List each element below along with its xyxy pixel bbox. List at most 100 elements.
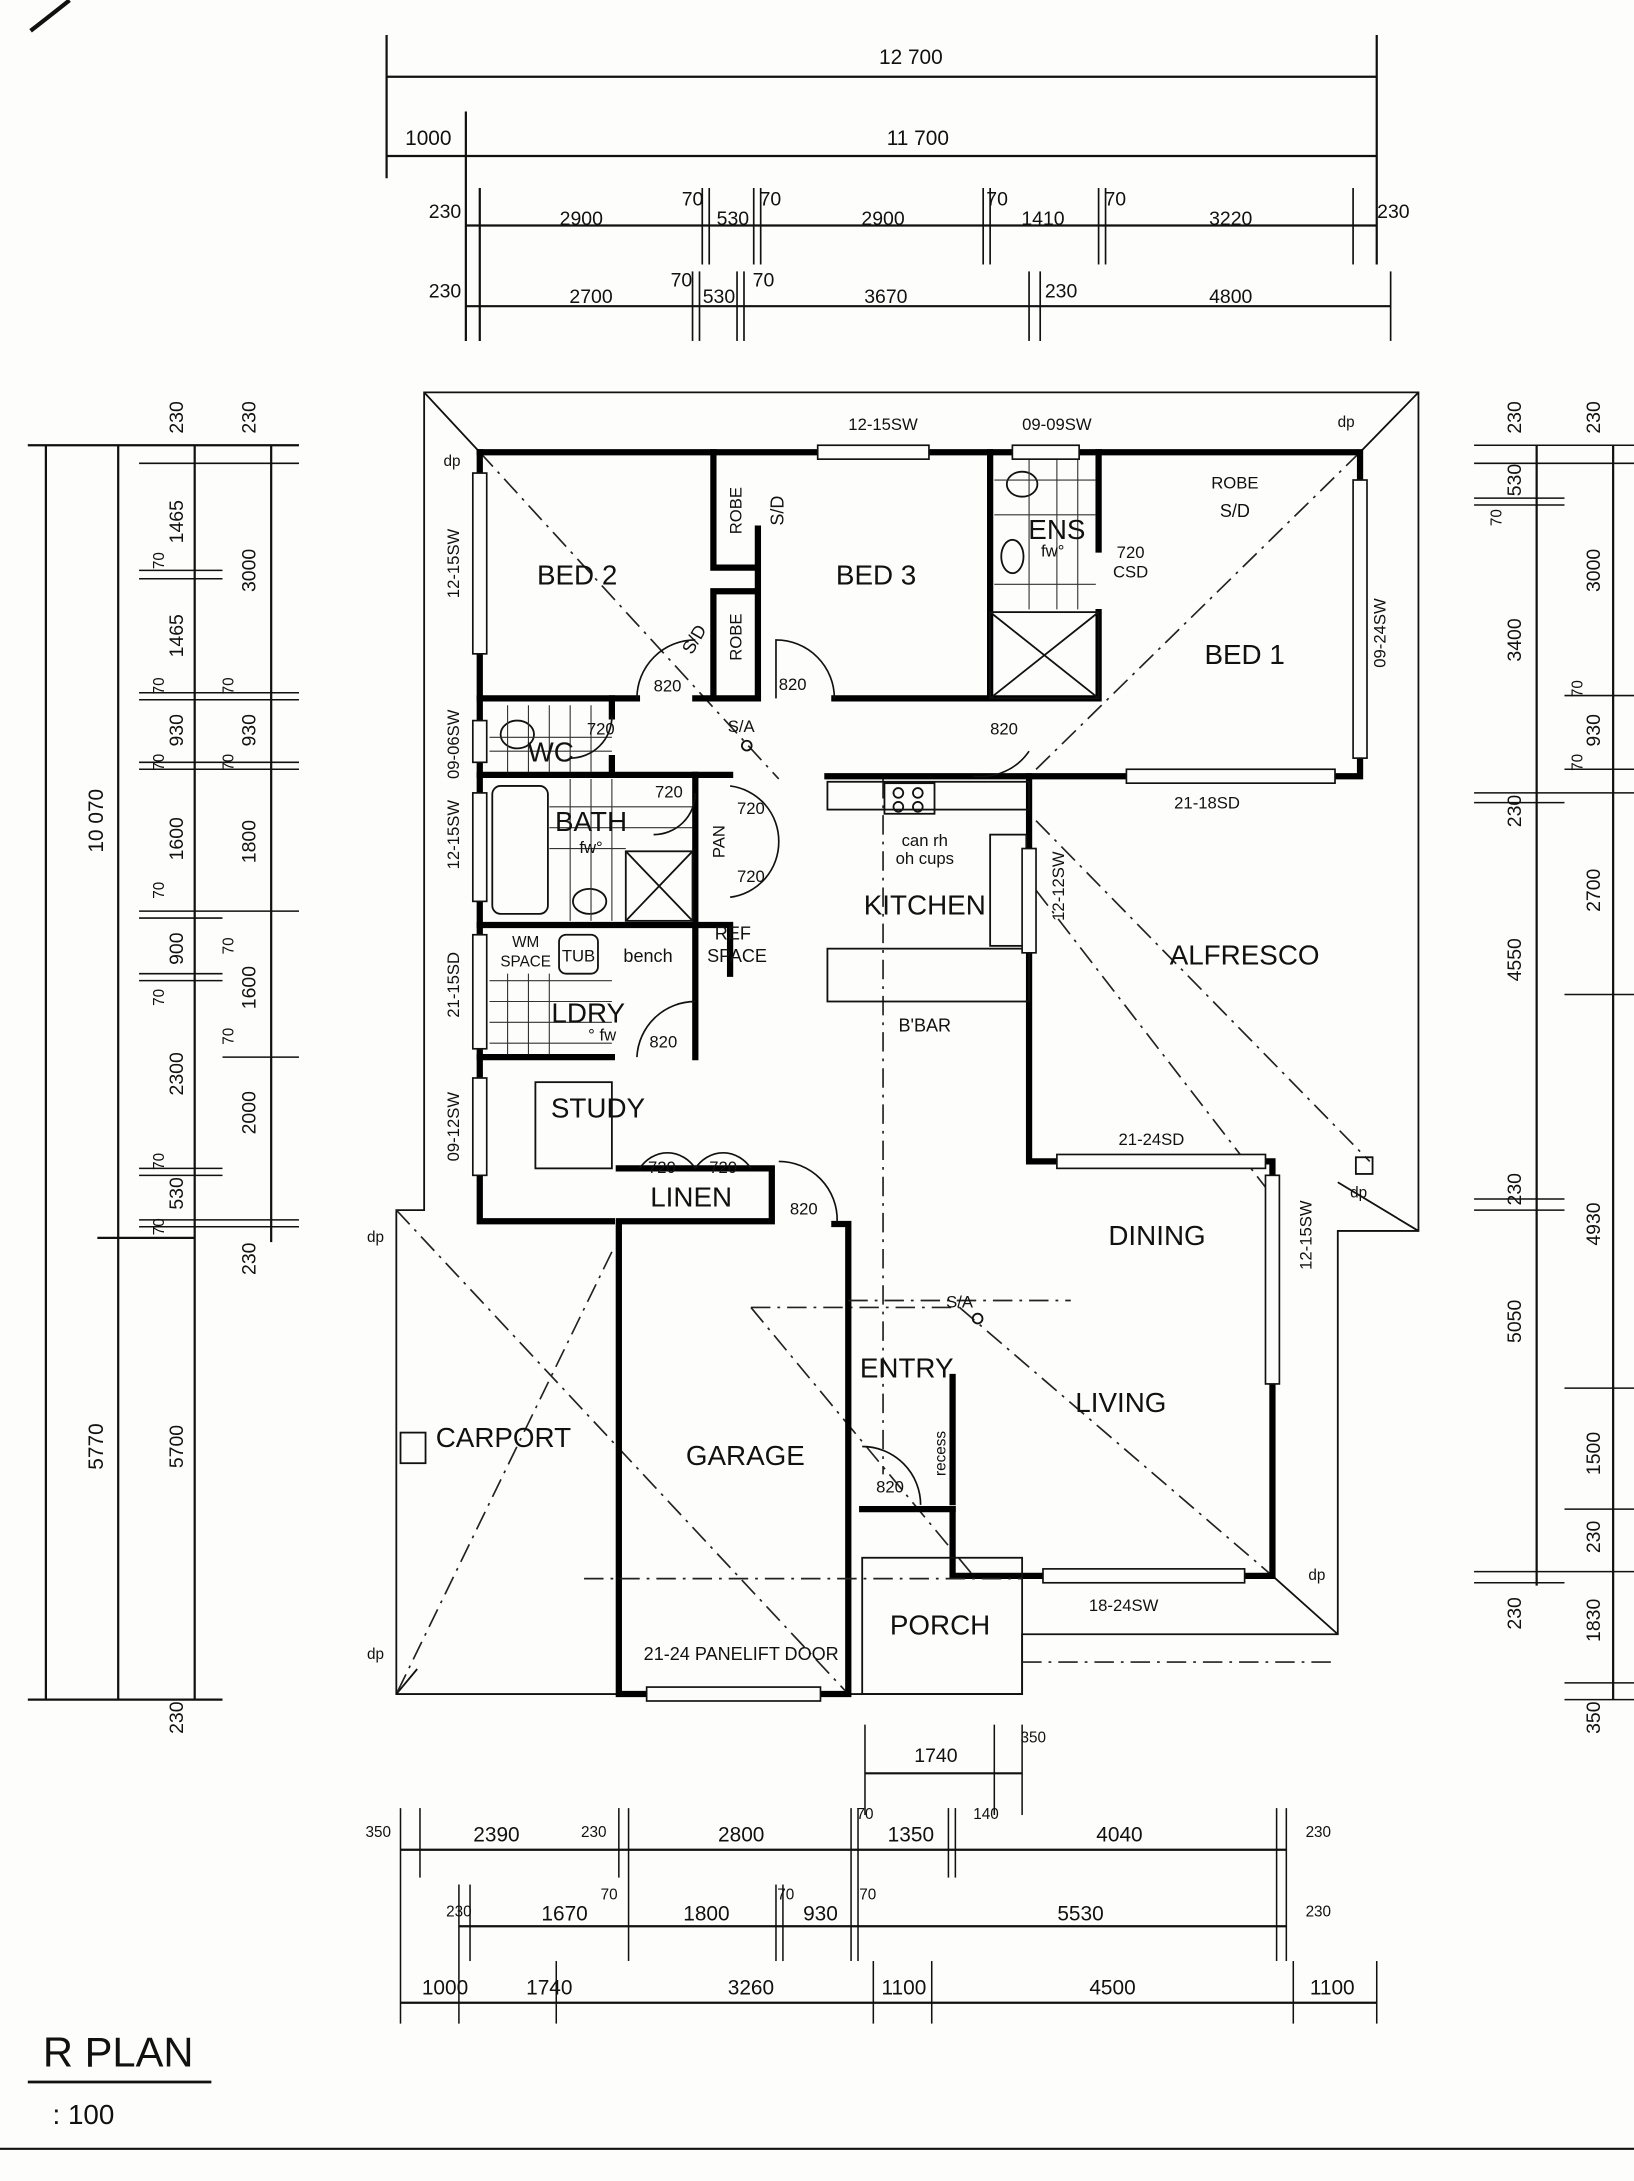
dimension-label: 70 [220,754,237,771]
dimension-label: 70 [1569,680,1586,697]
dimension-label: 2700 [569,286,612,308]
dimension-label: 530 [717,208,750,230]
note-sd_bed1: S/D [1220,501,1250,521]
room-label-alfresco: ALFRESCO [1170,939,1320,970]
room-label-garage: GARAGE [686,1440,805,1471]
dimension-label: 70 [151,1153,168,1170]
door-width-d_pan1: 720 [737,799,765,818]
windows [471,444,1368,1702]
note-ref1: REF [715,924,751,944]
window-code-w_bed2: 12-15SW [444,528,463,598]
room-label-wc: WC [528,736,574,767]
note-robe1: ROBE [726,487,745,534]
window-code-w_liv: 18-24SW [1089,1596,1159,1615]
room-label-ldry: LDRY [551,998,625,1029]
dimension-label: 70 [753,269,775,291]
top-dimensions [385,35,1392,341]
dimension-label: 900 [166,932,188,965]
door-width-d_entry: 820 [876,1478,904,1497]
dimension-label: 1000 [422,1976,468,1999]
window-code-w_bed1: 09-24SW [1370,598,1389,668]
dimension-label: 70 [859,1887,876,1904]
note-wm2: SPACE [500,954,551,971]
dimension-label: 5050 [1504,1300,1526,1343]
dimension-label: 530 [703,286,736,308]
dimension-label: 230 [166,401,188,434]
note-csd: CSD [1113,563,1148,582]
note-canrh: can rh [902,831,948,850]
dimension-label: 3400 [1504,618,1526,661]
right-dimensions [1474,444,1634,1701]
dimension-label: 2900 [560,208,603,230]
dimension-label: 1830 [1583,1599,1605,1642]
dimension-label: 5530 [1057,1903,1103,1926]
plan-scale: : 100 [53,2099,115,2130]
dimension-label: 1740 [914,1745,957,1767]
downpipe-label: dp [1350,1184,1367,1201]
dimension-label: 2900 [861,208,904,230]
dimension-label: 2700 [1583,868,1605,911]
dimension-label: 930 [1583,714,1605,747]
downpipe-label: dp [367,1646,384,1663]
dimension-label: 10 070 [85,789,108,853]
dimension-label: 2300 [166,1052,188,1095]
window-code-w_kit: 12-12SW [1049,851,1068,921]
note-recess: recess [932,1431,949,1476]
fixtures [399,470,1374,1695]
window-code-w_alf: 21-18SD [1174,793,1240,812]
dimension-label: 70 [151,882,168,899]
window-code-w_dinr: 12-15SW [1297,1200,1316,1270]
room-label-ens: ENS [1028,514,1085,545]
dimension-label: 2000 [238,1091,260,1134]
dimension-label: 70 [151,677,168,694]
note-robe_bed1: ROBE [1211,474,1258,493]
window-code-w_dinsd: 21-24SD [1119,1130,1185,1149]
dimension-label: 70 [220,937,237,954]
window-code-w_wc: 09-06SW [444,709,463,779]
dimension-label: 70 [1569,754,1586,771]
dimension-label: 70 [1489,509,1506,526]
pen-mark [29,0,71,33]
dimension-label: 230 [166,1701,188,1734]
dimension-label: 230 [1306,1824,1332,1841]
dimension-label: 70 [601,1887,618,1904]
dimension-label: 70 [220,677,237,694]
door-width-d_pan2: 720 [737,867,765,886]
dimension-label: 70 [760,189,782,211]
note-bench: bench [623,946,672,966]
dimension-label: 230 [1504,1173,1526,1206]
dimension-label: 3000 [1583,549,1605,592]
downpipe-label: dp [367,1229,384,1246]
window-code-w_top1: 12-15SW [848,415,918,434]
room-label-study: STUDY [551,1092,645,1123]
room-label-bed3: BED 3 [836,560,916,591]
note-fw_ldry: ° fw [588,1026,617,1045]
dimension-label: 1800 [238,820,260,863]
dimension-label: 230 [429,280,462,302]
note-fw_bath: fw° [579,838,602,857]
dimension-label: 2800 [718,1823,764,1846]
note-panelift: 21-24 PANELIFT DOOR [644,1644,839,1664]
dimension-label: 230 [429,201,462,223]
note-tub: TUB [562,946,595,965]
dimension-label: 1800 [683,1903,729,1926]
dimension-label: 2390 [473,1823,519,1846]
room-label-bed1: BED 1 [1204,639,1284,670]
dimension-label: 230 [238,401,260,434]
downpipe-label: dp [1308,1567,1325,1584]
door-width-d_lin1: 720 [648,1158,676,1177]
dimension-label: 230 [581,1824,607,1841]
dimension-label: 1670 [541,1903,587,1926]
dimension-label: 3670 [864,286,907,308]
room-label-dining: DINING [1108,1220,1205,1251]
note-robe2: ROBE [726,614,745,661]
dimension-label: 1600 [238,966,260,1009]
dimension-label: 4930 [1583,1202,1605,1245]
bottom-dimensions [399,1724,1378,2024]
note-ref2: SPACE [707,946,767,966]
note-sd2: S/D [678,621,710,657]
dimension-label: 70 [856,1806,873,1823]
dimension-label: 930 [238,714,260,747]
